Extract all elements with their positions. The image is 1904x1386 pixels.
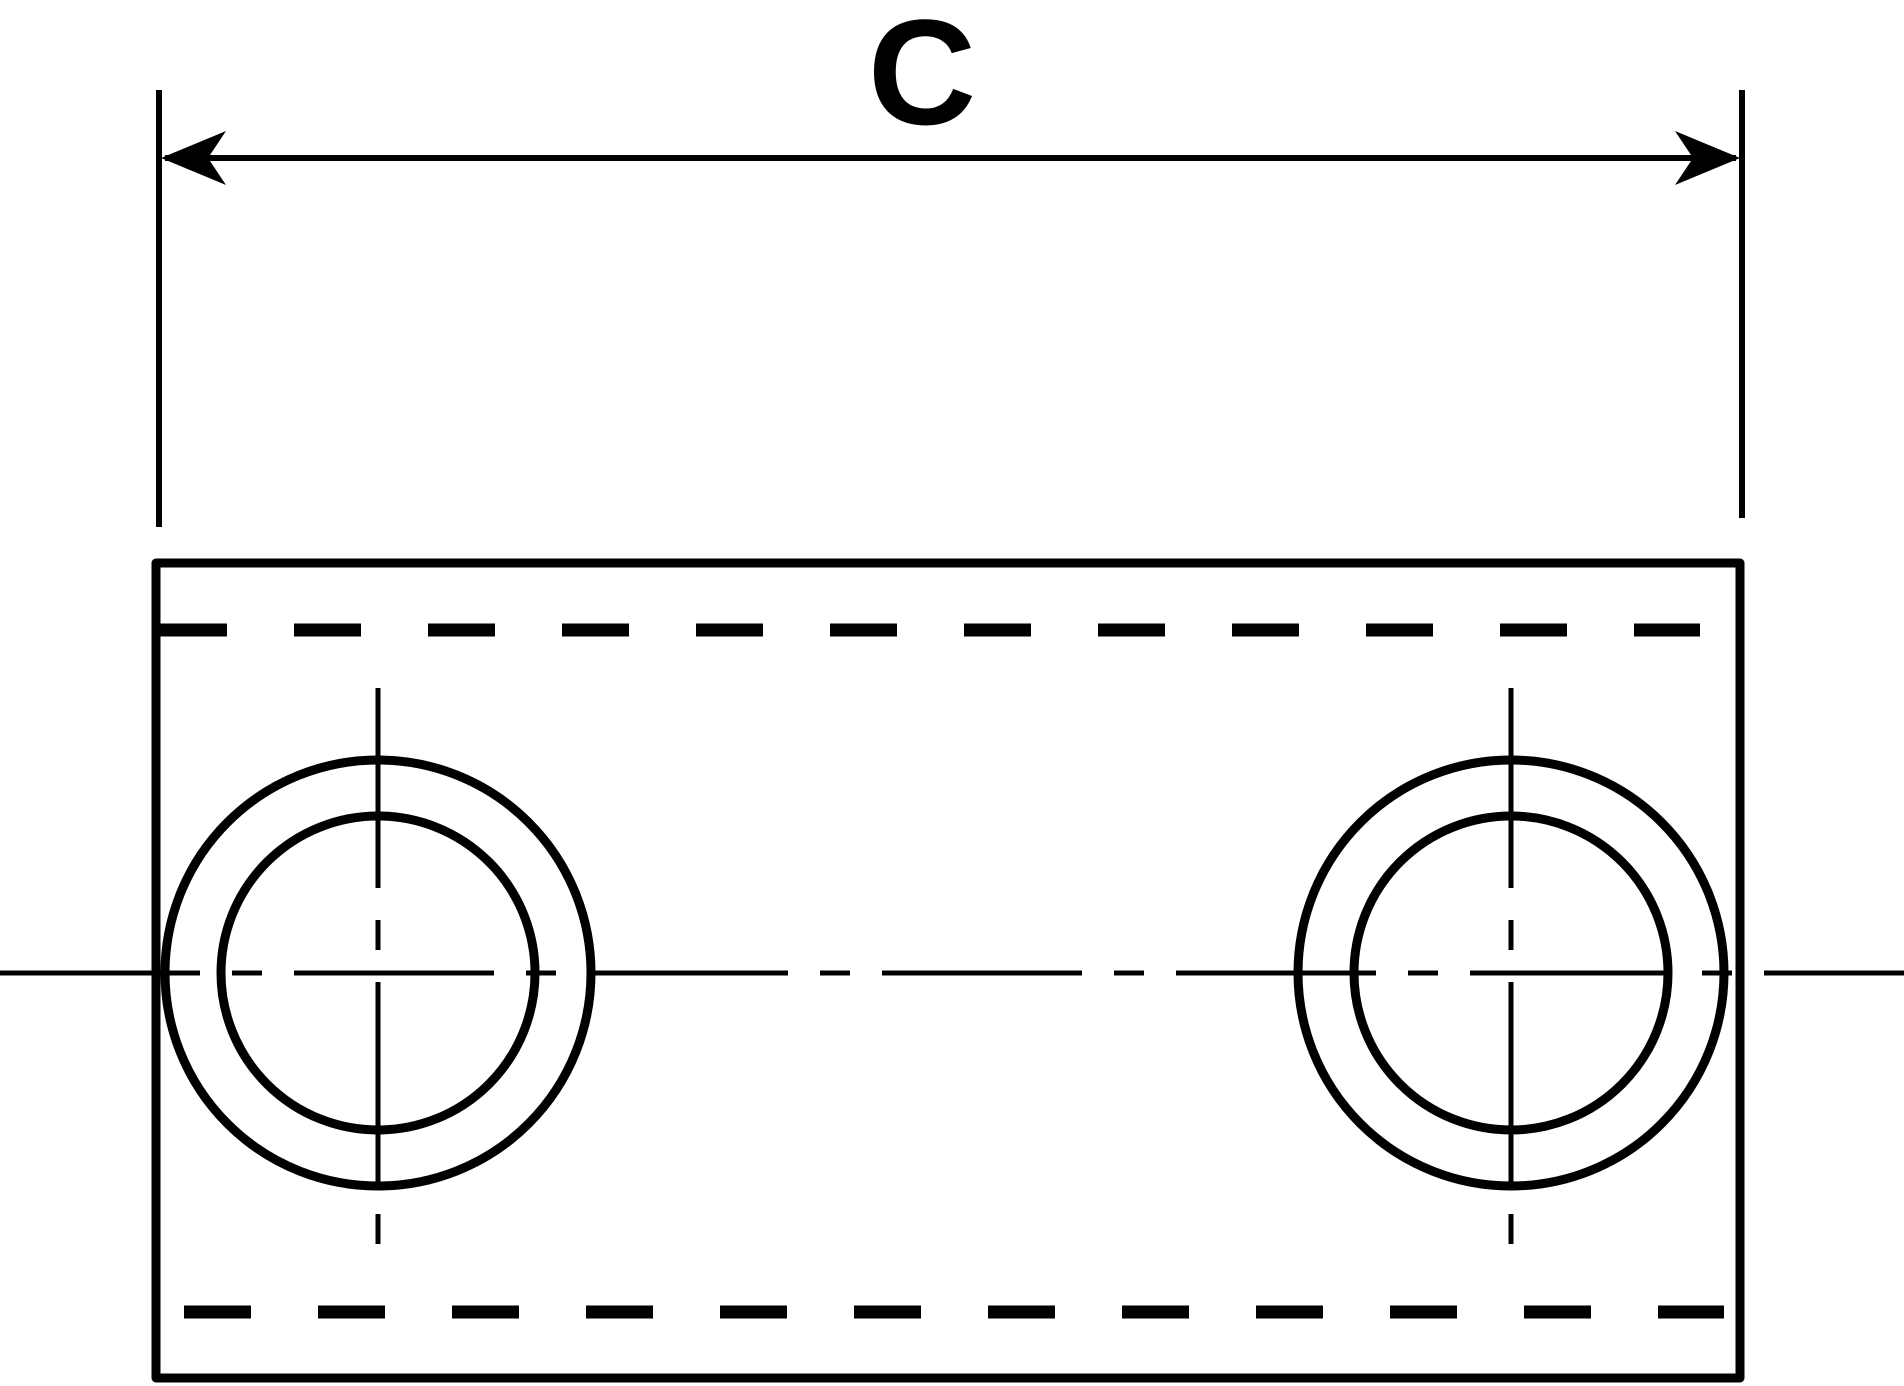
hole-right: [1293, 688, 1729, 1258]
arrowhead-right: [1675, 131, 1740, 185]
dimension-label: C: [868, 0, 976, 156]
dimension-c: [156, 90, 1745, 527]
arrowhead-left: [161, 131, 226, 185]
hole-left: [160, 688, 596, 1258]
